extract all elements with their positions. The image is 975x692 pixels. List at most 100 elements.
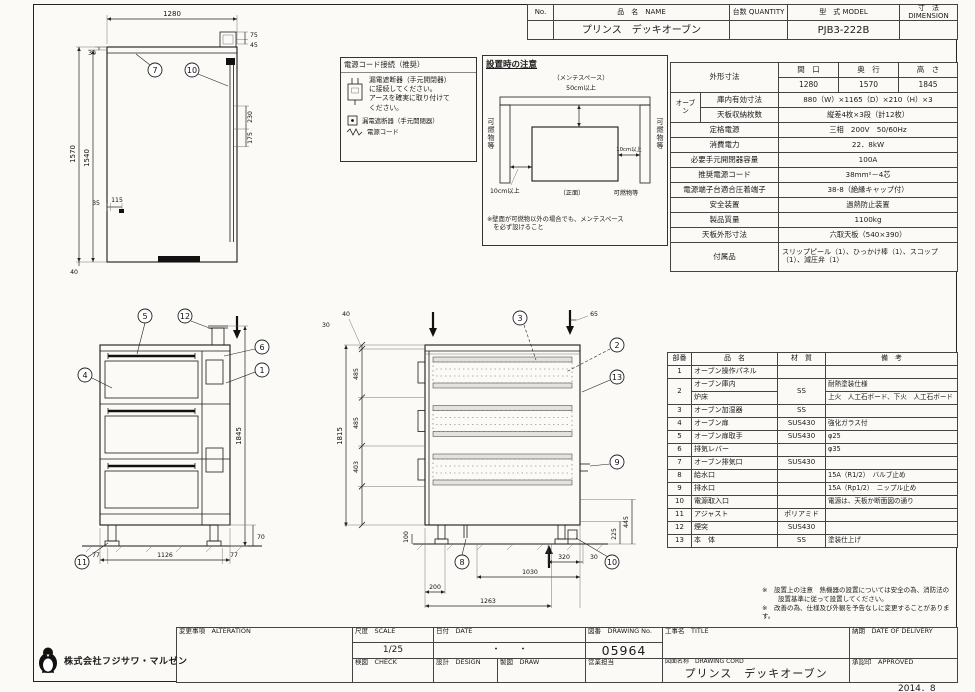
drawing-no-value: 05964 (585, 642, 664, 659)
spec-width-label: 間 口 (778, 62, 839, 78)
draw-label: 製図 DRAW (496, 658, 587, 683)
clearance-back-label: 50cm以上 (566, 84, 596, 92)
part-note (825, 508, 958, 522)
part-mat: SUS430 (777, 521, 826, 535)
adjuster-foot (434, 538, 449, 545)
dim-label: 30 (322, 322, 330, 329)
dim-label: 403 (353, 461, 360, 473)
callout-number: 12 (180, 312, 190, 321)
plan-view: 1280 75 45 30 1570 1540 230 175 35 115 4… (69, 10, 258, 276)
dim-label: 175 (247, 132, 254, 144)
company-name: 株式会社フジサワ・マルゼン (64, 656, 188, 667)
installation-note-text: ※壁面が可燃物以外の場合でも、メンテスペース を必ず設けること (487, 216, 624, 232)
spec-outer-dims-label: 外形寸法 (670, 62, 779, 93)
part-note: φ25 (825, 430, 958, 444)
spec-row-value: 100A (778, 152, 958, 168)
power-line: に接続してください。 (369, 85, 437, 94)
part-note: φ35 (825, 443, 958, 457)
deck-2 (100, 408, 230, 460)
part-mat: SUS430 (777, 430, 826, 444)
drawing-no-label: 図番 DRAWING No. (585, 627, 664, 643)
part-mat (777, 482, 826, 496)
spec-row-value: 縦差4枚×3段（計12枚） (778, 107, 958, 123)
control-panel-display (205, 359, 224, 385)
dim-label: 320 (558, 554, 570, 561)
dim-label: 1815 (336, 427, 344, 445)
wall-right (639, 104, 651, 184)
part-no: 4 (667, 417, 692, 431)
cord-legend-icon (346, 127, 363, 136)
power-inlet-mark (226, 58, 235, 65)
control-panel-display (205, 447, 224, 473)
issue-date: 2014．8 (898, 684, 936, 692)
parts-header-note: 備 考 (825, 352, 958, 366)
part-name: アジャスト (691, 508, 778, 522)
adjuster-foot (554, 538, 569, 545)
dim-label: 1845 (235, 427, 243, 445)
check-label: 検図 CHECK (352, 658, 434, 683)
part-note (825, 365, 958, 379)
spec-depth-label: 奥 行 (838, 62, 899, 78)
dim-label: 75 (250, 32, 258, 39)
part-no: 9 (667, 482, 692, 496)
scale-value: 1/25 (352, 642, 434, 659)
dim-label: 1126 (157, 552, 173, 559)
part-no: 13 (667, 534, 692, 548)
clearance-front-label: 10cm以上 (490, 187, 520, 195)
chimney (211, 327, 225, 346)
part-note: 電源は、天板か断面図の通り (825, 495, 958, 509)
spec-row-value: 三相 200V 50/60Hz (778, 122, 958, 138)
part-name: 排水口 (691, 482, 778, 496)
leg (107, 524, 117, 542)
remark-line: 設置基準に従って設置してください。 (778, 594, 888, 603)
header-qty-label: 台数 QUANTITY (729, 3, 788, 22)
dim-label: 77 (92, 552, 100, 559)
spec-row-label: 付属品 (670, 242, 779, 272)
callout-12: 12 (177, 308, 213, 330)
dim-label: 70 (257, 534, 265, 541)
part-mat: ポリアミド (777, 508, 826, 522)
spec-oven-group-label: オーブン (670, 92, 701, 123)
deck-3 (100, 463, 230, 515)
door-edge (417, 410, 426, 432)
callout-number: 2 (614, 341, 619, 350)
date-label: 日付 DATE (432, 627, 587, 643)
date-value: ・ ・ (432, 642, 587, 659)
callout-8: 8 (454, 538, 470, 570)
part-mat: SS (777, 404, 826, 418)
remark-line: ※ 改善の為、仕様及び外観を予告なしに変更することがあります。 (762, 603, 950, 621)
parts-header-name: 品 名 (691, 352, 778, 366)
callout-6: 6 (223, 339, 270, 357)
header-dim-value (899, 20, 958, 41)
header-no-value (527, 20, 554, 41)
oven-front-outline (99, 344, 231, 526)
clearance-diagram: （メンテスペース） 50cm以上 10cm以上 10cm以上 （正面） 可燃物等 (490, 75, 651, 197)
installation-note-line: ※壁面が可燃物以外の場合でも、メンテスペース (487, 216, 624, 223)
part-no: 3 (667, 404, 692, 418)
callout-number: 7 (152, 66, 157, 75)
part-mat (777, 469, 826, 483)
dim-label: 30 (88, 50, 96, 57)
title-block: 変更事項 ALTERATION 尺度 SCALE 日付 DATE 図番 DRAW… (176, 627, 959, 683)
callout-number: 9 (614, 458, 619, 467)
dim-label: 230 (247, 111, 254, 123)
header-model-value: PJB3-222B (787, 20, 900, 41)
part-note: 15A（R1/2） バルブ止め (825, 469, 958, 483)
spec-width-value: 1280 (778, 77, 839, 93)
approved-label: 承認印 APPROVED (849, 658, 959, 683)
oven-footprint (531, 126, 619, 182)
penguin-logo-icon (39, 647, 57, 673)
part-no: 2 (667, 378, 692, 405)
spec-row-label: 定格電源 (670, 122, 779, 138)
part-mat: SS (777, 378, 826, 405)
dim-label: 1030 (522, 569, 538, 576)
header-name-label: 品 名 NAME (553, 3, 730, 22)
spec-row-value: 過熱防止装置 (778, 197, 958, 213)
oven-top-outline (106, 46, 238, 263)
dim-label: 65 (590, 311, 598, 318)
part-name: オーブン排気口 (691, 456, 778, 470)
